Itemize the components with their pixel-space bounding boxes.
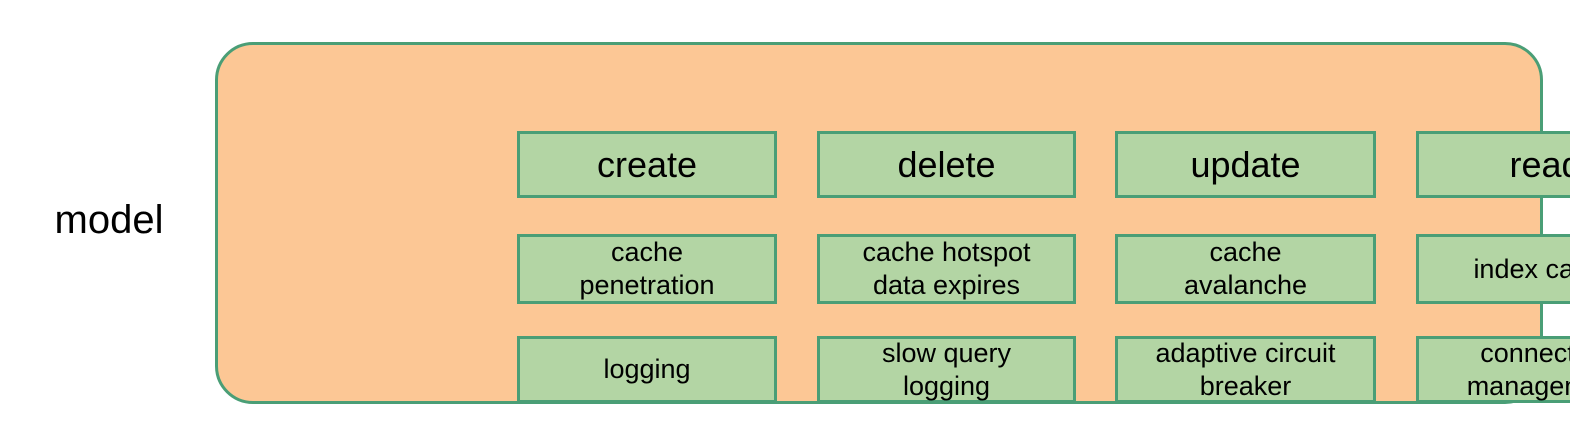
node-adaptive-circuit-breaker-label: adaptive circuit breaker [1155,337,1336,401]
node-create-label: create [596,143,698,185]
node-read[interactable]: read [1416,131,1570,198]
node-cache-hotspot-data-expires-label: cache hotspot data expires [862,237,1031,300]
node-cache-penetration[interactable]: cache penetration [517,234,777,304]
node-logging-label: logging [603,354,691,384]
node-index-cache-label: index cache [1473,253,1570,284]
node-adaptive-circuit-breaker[interactable]: adaptive circuit breaker [1115,336,1376,403]
node-row-observability: logging slow query logging adaptive circ… [517,336,1570,403]
node-delete-label: delete [897,143,996,185]
node-connection-management[interactable]: connection management [1416,336,1570,403]
node-logging[interactable]: logging [517,336,777,403]
node-row-cache-concerns: cache penetration cache hotspot data exp… [517,234,1570,304]
node-delete[interactable]: delete [817,131,1076,198]
model-group-panel: create delete update read cache penetrat… [215,42,1570,404]
node-grid: create delete update read cache penetrat… [517,131,1570,403]
node-cache-penetration-label: cache penetration [579,237,715,300]
node-create[interactable]: create [517,131,777,198]
node-connection-management-label: connection management [1466,337,1570,401]
node-cache-hotspot-data-expires[interactable]: cache hotspot data expires [817,234,1076,304]
node-update-label: update [1190,143,1301,185]
node-slow-query-logging[interactable]: slow query logging [817,336,1076,403]
node-cache-avalanche[interactable]: cache avalanche [1115,234,1376,304]
node-cache-avalanche-label: cache avalanche [1183,237,1308,300]
node-update[interactable]: update [1115,131,1376,198]
model-group-label: model [54,198,164,242]
node-index-cache[interactable]: index cache [1416,234,1570,304]
node-slow-query-logging-label: slow query logging [881,337,1012,401]
node-read-label: read [1509,143,1570,185]
node-row-operations: create delete update read [517,131,1570,198]
